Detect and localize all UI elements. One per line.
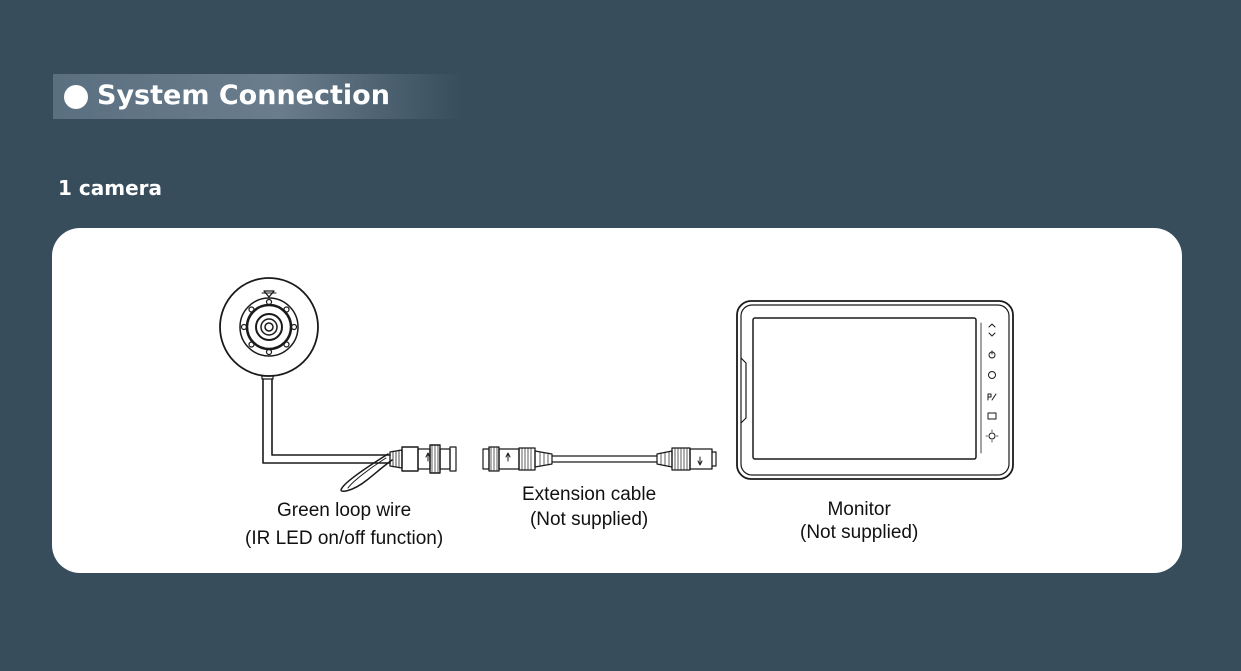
camera-label-line-1: Green loop wire — [277, 500, 412, 521]
monitor-illustration — [736, 300, 1014, 480]
section-title: 1 camera — [58, 176, 162, 200]
camera-connector — [389, 444, 457, 474]
extension-label-line-1: Extension cable — [522, 484, 657, 505]
extension-cable — [482, 446, 717, 472]
monitor-label: Monitor (Not supplied) — [800, 498, 918, 544]
monitor-label-line-2: (Not supplied) — [800, 522, 919, 543]
bullet-icon — [64, 85, 88, 109]
camera-label: Green loop wire (IR LED on/off function) — [245, 498, 443, 551]
monitor-label-line-1: Monitor — [827, 499, 891, 520]
camera-label-line-2: (IR LED on/off function) — [245, 528, 444, 549]
connection-diagram — [219, 277, 1014, 493]
extension-label: Extension cable (Not supplied) — [522, 482, 656, 532]
green-loop-wire — [340, 453, 393, 493]
page-title: System Connection — [97, 80, 390, 111]
extension-label-line-2: (Not supplied) — [529, 509, 649, 530]
camera-illustration — [219, 277, 391, 464]
title-banner — [53, 74, 463, 119]
diagram-panel: Green loop wire (IR LED on/off function)… — [52, 228, 1182, 573]
